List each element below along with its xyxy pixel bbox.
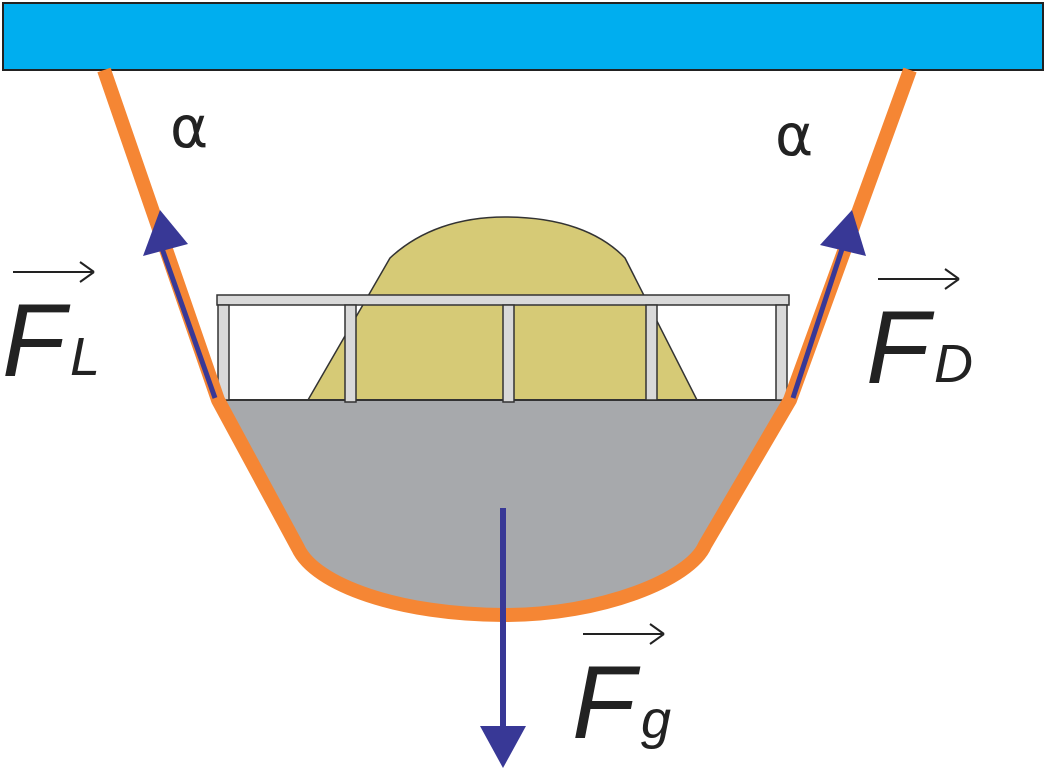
angle-label-left: α bbox=[170, 93, 208, 161]
svg-text:g: g bbox=[641, 690, 671, 750]
bucket-body bbox=[218, 400, 790, 615]
svg-text:L: L bbox=[70, 327, 100, 387]
force-label-right: F D bbox=[866, 268, 973, 406]
railing-frame bbox=[216, 294, 790, 403]
force-arrow-left-head bbox=[143, 210, 188, 256]
force-label-gravity: F g bbox=[572, 623, 671, 761]
ceiling-beam bbox=[2, 2, 1044, 71]
force-arrow-left bbox=[156, 239, 218, 399]
svg-text:D: D bbox=[934, 334, 973, 394]
svg-text:F: F bbox=[572, 645, 641, 761]
force-arrow-right bbox=[790, 239, 848, 399]
svg-text:F: F bbox=[2, 283, 71, 399]
angle-label-right: α bbox=[775, 101, 813, 169]
force-label-left: F L bbox=[2, 261, 100, 399]
force-arrow-gravity-head bbox=[480, 726, 526, 768]
svg-text:F: F bbox=[866, 290, 935, 406]
force-arrow-right-head bbox=[820, 210, 866, 256]
